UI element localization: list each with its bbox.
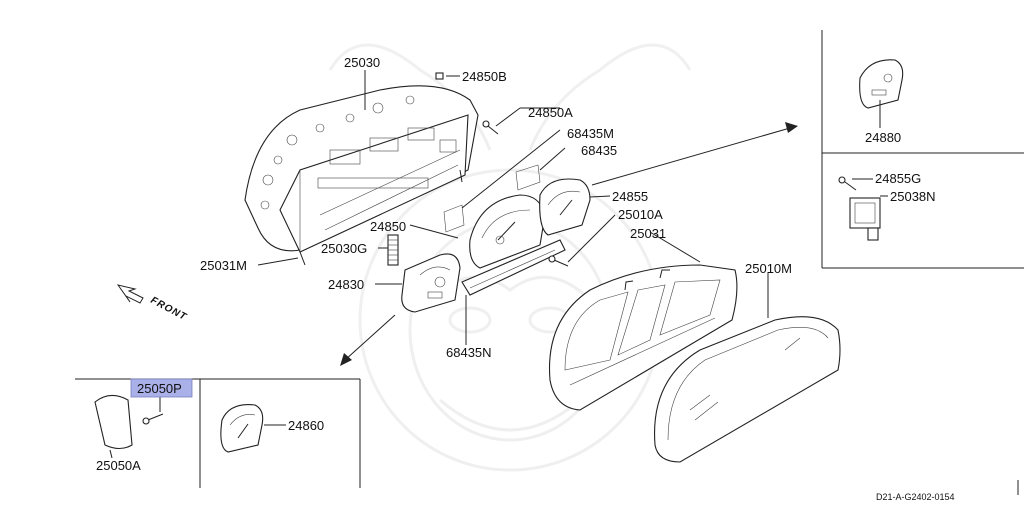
label-25031: 25031: [630, 226, 666, 241]
screw-25050P: [142, 413, 164, 425]
label-25010M: 25010M: [745, 261, 792, 276]
label-68435: 68435: [581, 143, 617, 158]
screw-25010A: [548, 255, 569, 267]
label-25031M: 25031M: [200, 258, 247, 273]
cover-25050A: [94, 394, 133, 450]
printed-circuit-25030G: [387, 234, 399, 266]
label-24855: 24855: [612, 189, 648, 204]
label-25030G: 25030G: [321, 241, 367, 256]
arrow-to-bottom-inset: [340, 314, 396, 366]
label-25010A: 25010A: [618, 207, 663, 222]
label-24850A: 24850A: [528, 105, 573, 120]
lens-tint-68435M: [443, 204, 465, 233]
label-24850: 24850: [370, 219, 406, 234]
leader-lines: [109, 70, 888, 459]
front-label: FRONT: [149, 295, 189, 323]
screw-24855G: [838, 176, 857, 191]
label-25030: 25030: [344, 55, 380, 70]
part-labels: 25030 24850B 24850A 68435M 68435 24855 2…: [96, 55, 936, 473]
arrow-to-right-inset: [591, 122, 798, 186]
clip-24850B: [435, 72, 444, 80]
lens-tint-68435: [515, 164, 541, 191]
diagram-reference: D21-A-G2402-0154: [876, 492, 955, 502]
label-25050P: 25050P: [137, 381, 182, 396]
unit-25038N: [849, 197, 881, 241]
label-24855G: 24855G: [875, 171, 921, 186]
label-24830: 24830: [328, 277, 364, 292]
inset-box-bottom-left: [75, 378, 361, 488]
cluster-housing-25031M: [244, 85, 479, 266]
inset-box-right: [821, 30, 1024, 269]
front-direction-indicator: FRONT: [116, 284, 189, 323]
label-24850B: 24850B: [462, 69, 507, 84]
label-25050A: 25050A: [96, 458, 141, 473]
gauge-24880: [859, 59, 904, 109]
screw-24850A: [482, 120, 499, 135]
label-68435M: 68435M: [567, 126, 614, 141]
label-24880: 24880: [865, 130, 901, 145]
mask-plate-68435N: [461, 239, 566, 296]
tachometer-24855: [539, 178, 591, 236]
highlight-25050P: [130, 378, 193, 398]
gauge-24860: [220, 404, 264, 453]
speedometer-24850: [469, 194, 546, 269]
cluster-lid-25031: [548, 264, 738, 411]
lens-25010M: [653, 316, 841, 463]
label-68435N: 68435N: [446, 345, 492, 360]
label-25038N: 25038N: [890, 189, 936, 204]
gauge-24830: [401, 253, 461, 313]
label-24860: 24860: [288, 418, 324, 433]
